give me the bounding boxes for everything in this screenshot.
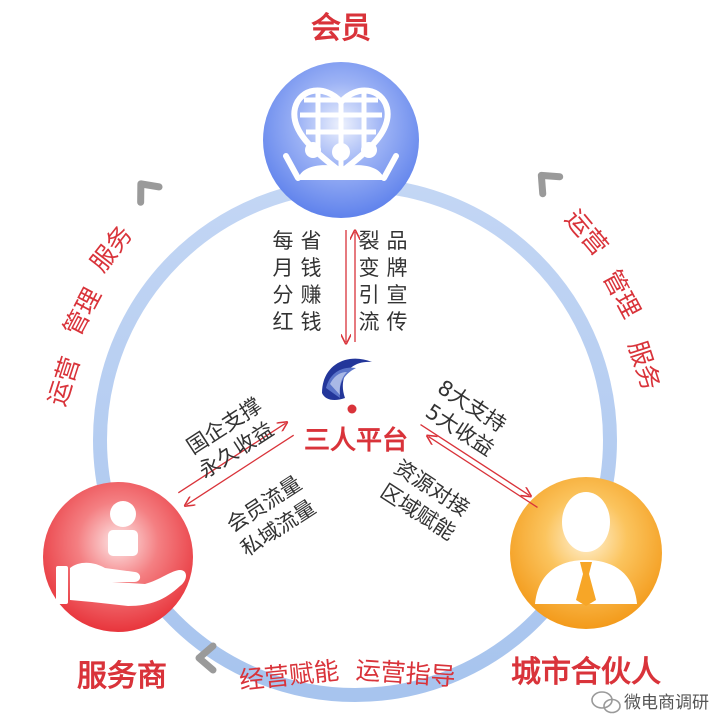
platform-logo: 三人平台 [304,358,408,456]
flow-member-right-1: 品牌宣传 [387,229,408,334]
right-arc-arrow-icon [537,171,564,198]
platform-logo-swoosh-icon [322,358,372,414]
left-arc-label-1: 运营 [42,353,85,410]
center-to-provider-arrow [186,434,295,505]
watermark-text: 微电商调研 [624,693,709,713]
bottom-arc-arrow-icon [195,642,217,674]
left-arc-arrow-icon [137,180,163,206]
left-arc-label-3: 服务 [84,220,138,277]
watermark: 微电商调研 [591,691,709,714]
right-arc-label-1: 运营 [559,204,613,261]
provider-to-center-arrow [177,423,285,494]
member-node [263,62,419,218]
flow-member-left-2: 省钱赚钱 [301,229,322,334]
bottom-arc-label-2: 运营指导 [355,656,457,692]
member-globe-people-icon [283,87,399,181]
provider-label: 服务商 [77,659,167,694]
right-arc-label-2: 管理 [597,265,646,323]
wechat-icon [591,691,621,714]
partner-businessman-icon [535,492,637,606]
platform-logo-text: 三人平台 [304,425,408,456]
member-label: 会员 [311,11,371,46]
center-to-partner-arrow [420,424,529,496]
flow-member-left-1: 每月分红 [273,229,294,334]
provider-hand-icon [56,501,186,606]
provider-node [43,482,193,632]
right-arc-label-3: 服务 [623,337,666,394]
partner-label: 城市合伙人 [511,655,661,690]
flow-member-right-2: 裂变引流 [359,229,380,334]
partner-to-center-arrow [428,437,538,508]
partner-node [510,477,662,629]
left-arc-label-2: 管理 [58,283,107,341]
